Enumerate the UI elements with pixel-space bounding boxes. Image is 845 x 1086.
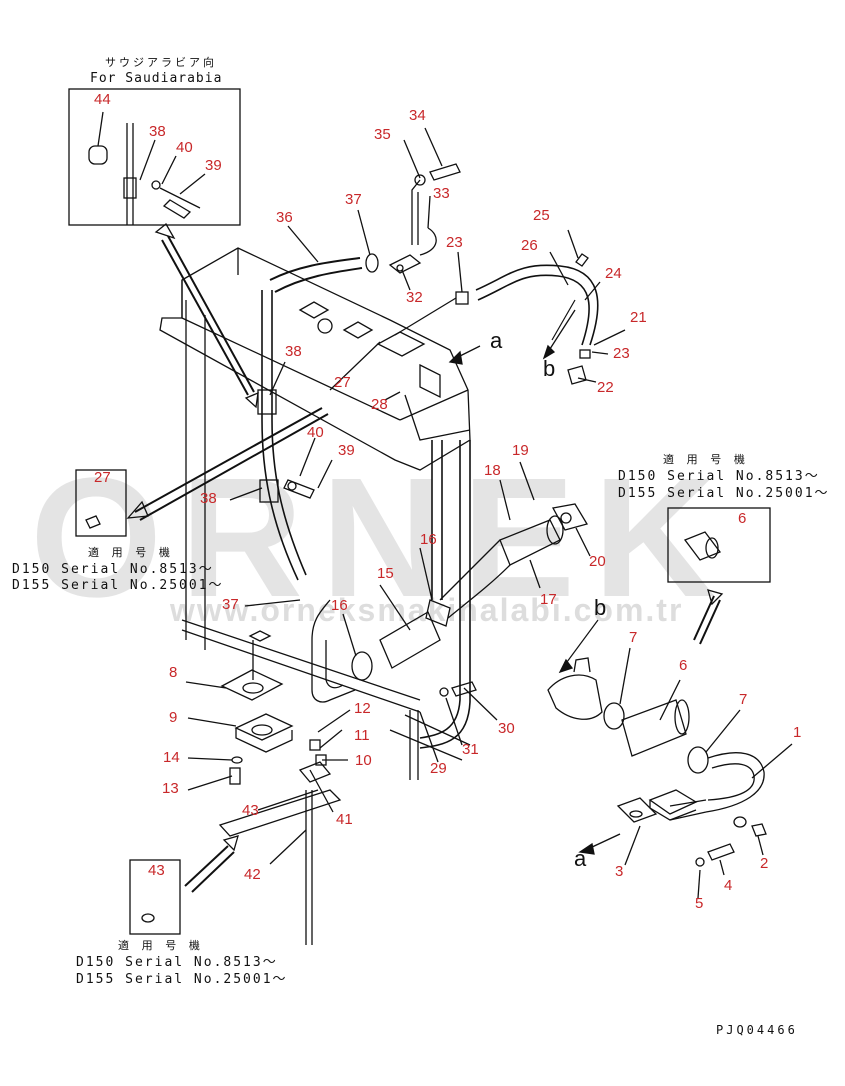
arrow-label-a-top: a — [490, 328, 503, 353]
inset-left-serial-d155: D155 Serial No.25001～ — [12, 578, 224, 593]
inset-bottom-part-label: 43 — [148, 862, 165, 879]
inset-saudi-title-jp: サウジアラビア向 — [105, 56, 217, 69]
inset-bottom-serial-d155: D155 Serial No.25001～ — [76, 972, 288, 987]
drawing-number: PJQ04466 — [716, 1023, 798, 1037]
part-label-13: 13 — [162, 780, 179, 797]
part-label-23a: 23 — [446, 234, 463, 251]
part-label-22: 22 — [597, 379, 614, 396]
part-label-36: 36 — [276, 209, 293, 226]
part-label-42: 42 — [244, 866, 261, 883]
inset-bottom-applicable: 適 用 号 機 — [118, 939, 203, 952]
part-label-37a: 37 — [345, 191, 362, 208]
inset-bottom-box — [129, 859, 181, 935]
part-label-1: 1 — [793, 724, 801, 741]
part-label-17: 17 — [540, 591, 557, 608]
part-label-26: 26 — [521, 237, 538, 254]
inset-saudi-title-en: For Saudiarabia — [90, 71, 223, 86]
part-label-34: 34 — [409, 107, 426, 124]
part-label-35: 35 — [374, 126, 391, 143]
inset-left-serial-d150: D150 Serial No.8513～ — [12, 562, 214, 577]
part-label-14: 14 — [163, 749, 180, 766]
part-label-3: 3 — [615, 863, 623, 880]
part-label-38b: 38 — [285, 343, 302, 360]
part-label-8: 8 — [169, 664, 177, 681]
part-label-27: 27 — [334, 374, 351, 391]
inset-right-serial-d155: D155 Serial No.25001～ — [618, 486, 830, 501]
part-label-15: 15 — [377, 565, 394, 582]
part-label-43: 43 — [242, 802, 259, 819]
part-label-2: 2 — [760, 855, 768, 872]
part-label-41: 41 — [336, 811, 353, 828]
part-label-38: 38 — [149, 123, 166, 140]
inset-left-applicable: 適 用 号 機 — [88, 546, 173, 559]
inset-left-part-label: 27 — [94, 469, 111, 486]
part-label-28: 28 — [371, 396, 388, 413]
part-label-25: 25 — [533, 207, 550, 224]
arrow-label-b-right: b — [594, 595, 606, 620]
arrow-label-a-bottom: a — [574, 846, 587, 871]
part-label-37b: 37 — [222, 596, 239, 613]
inset-right-part-label: 6 — [738, 510, 746, 527]
part-label-21: 21 — [630, 309, 647, 326]
inset-left-box — [75, 469, 127, 537]
inset-right-applicable: 適 用 号 機 — [663, 453, 748, 466]
part-label-39: 39 — [205, 157, 222, 174]
part-label-6: 6 — [679, 657, 687, 674]
part-label-5: 5 — [695, 895, 703, 912]
part-label-12: 12 — [354, 700, 371, 717]
part-label-31: 31 — [462, 741, 479, 758]
inset-bottom-serial-d150: D150 Serial No.8513～ — [76, 955, 278, 970]
part-labels: 44 38 40 39 34 35 33 37 36 23 32 25 26 2… — [94, 91, 801, 912]
part-label-9: 9 — [169, 709, 177, 726]
part-label-39b: 39 — [338, 442, 355, 459]
part-label-44: 44 — [94, 91, 111, 108]
part-label-7b: 7 — [739, 691, 747, 708]
part-label-16b: 16 — [331, 597, 348, 614]
watermark-brand: ORNEK — [30, 443, 734, 633]
part-label-29: 29 — [430, 760, 447, 777]
part-label-33: 33 — [433, 185, 450, 202]
part-label-24: 24 — [605, 265, 622, 282]
part-label-32: 32 — [406, 289, 423, 306]
part-label-7a: 7 — [629, 629, 637, 646]
inset-right-serial-d150: D150 Serial No.8513～ — [618, 469, 820, 484]
part-label-40: 40 — [176, 139, 193, 156]
part-label-23b: 23 — [613, 345, 630, 362]
arrow-label-b-top: b — [543, 356, 555, 381]
inset-saudi-box — [68, 88, 241, 226]
part-label-38c: 38 — [200, 490, 217, 507]
part-label-30: 30 — [498, 720, 515, 737]
part-label-10: 10 — [355, 752, 372, 769]
part-label-16a: 16 — [420, 531, 437, 548]
part-label-40b: 40 — [307, 424, 324, 441]
part-label-18: 18 — [484, 462, 501, 479]
inset-right-box — [667, 507, 771, 583]
part-label-4: 4 — [724, 877, 732, 894]
part-label-19: 19 — [512, 442, 529, 459]
part-label-20: 20 — [589, 553, 606, 570]
part-label-11: 11 — [354, 727, 370, 744]
